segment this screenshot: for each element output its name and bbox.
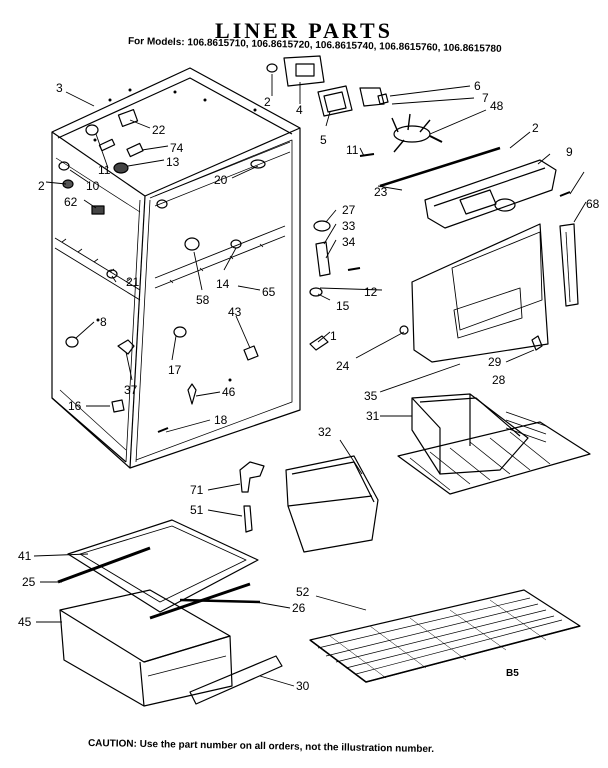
callout-43: 43	[228, 305, 242, 319]
callout-21: 21	[126, 275, 140, 289]
callout-74: 74	[170, 141, 184, 155]
callout-48: 48	[490, 99, 504, 113]
leader-lines	[33, 74, 587, 687]
callout-35: 35	[364, 389, 378, 403]
callout-2c: 2	[532, 121, 539, 135]
callout-9: 9	[566, 145, 573, 159]
callout-14: 14	[216, 277, 230, 291]
callout-8: 8	[100, 315, 107, 329]
callout-numbers: 2 3 4 5 6 7 48 22 74 13 11 10 2 62 20 2 …	[18, 79, 600, 693]
callout-3: 3	[56, 81, 63, 95]
diagram-title: LINER PARTS	[215, 18, 393, 43]
callout-23: 23	[374, 185, 388, 199]
glass-shelf	[57, 519, 259, 620]
callout-27: 27	[342, 203, 356, 217]
callout-46: 46	[222, 385, 236, 399]
callout-37: 37	[124, 383, 138, 397]
upper-small-parts	[266, 55, 443, 157]
callout-71: 71	[190, 483, 204, 497]
vegetable-pan	[397, 393, 591, 495]
callout-17: 17	[168, 363, 182, 377]
evaporator-cover	[379, 146, 579, 363]
callout-41: 41	[18, 549, 32, 563]
callout-31: 31	[366, 409, 380, 423]
callout-13: 13	[166, 155, 180, 169]
callout-12: 12	[364, 285, 378, 299]
callout-51: 51	[190, 503, 204, 517]
dairy-bin	[285, 455, 379, 553]
callout-6: 6	[474, 79, 481, 93]
callout-34: 34	[342, 235, 356, 249]
meat-keeper-drawer	[59, 589, 283, 707]
callout-10: 10	[86, 179, 100, 193]
callout-29: 29	[488, 355, 502, 369]
diagram-reference-code: B5	[506, 668, 519, 679]
callout-1: 1	[330, 329, 337, 343]
callout-24: 24	[336, 359, 350, 373]
liner-cabinet	[51, 67, 301, 469]
callout-7: 7	[482, 91, 489, 105]
center-small-parts	[309, 220, 361, 351]
callout-15: 15	[336, 299, 350, 313]
callout-28: 28	[492, 373, 506, 387]
callout-2b: 2	[38, 179, 45, 193]
callout-4: 4	[296, 103, 303, 117]
callout-11b: 11	[346, 143, 359, 157]
callout-68: 68	[586, 197, 600, 211]
callout-45: 45	[18, 615, 32, 629]
callout-62: 62	[64, 195, 78, 209]
callout-58: 58	[196, 293, 210, 307]
callout-20: 20	[214, 173, 228, 187]
callout-52: 52	[296, 585, 310, 599]
wire-shelf	[309, 589, 581, 683]
callout-11: 11	[98, 163, 111, 177]
callout-2: 2	[264, 95, 271, 109]
callout-33: 33	[342, 219, 356, 233]
callout-30: 30	[296, 679, 310, 693]
callout-22: 22	[152, 123, 166, 137]
callout-25: 25	[22, 575, 36, 589]
callout-16: 16	[68, 399, 82, 413]
callout-5: 5	[320, 133, 327, 147]
callout-18: 18	[214, 413, 228, 427]
shelf-supports	[239, 461, 265, 533]
callout-32: 32	[318, 425, 332, 439]
callout-26: 26	[292, 601, 306, 615]
callout-65: 65	[262, 285, 276, 299]
